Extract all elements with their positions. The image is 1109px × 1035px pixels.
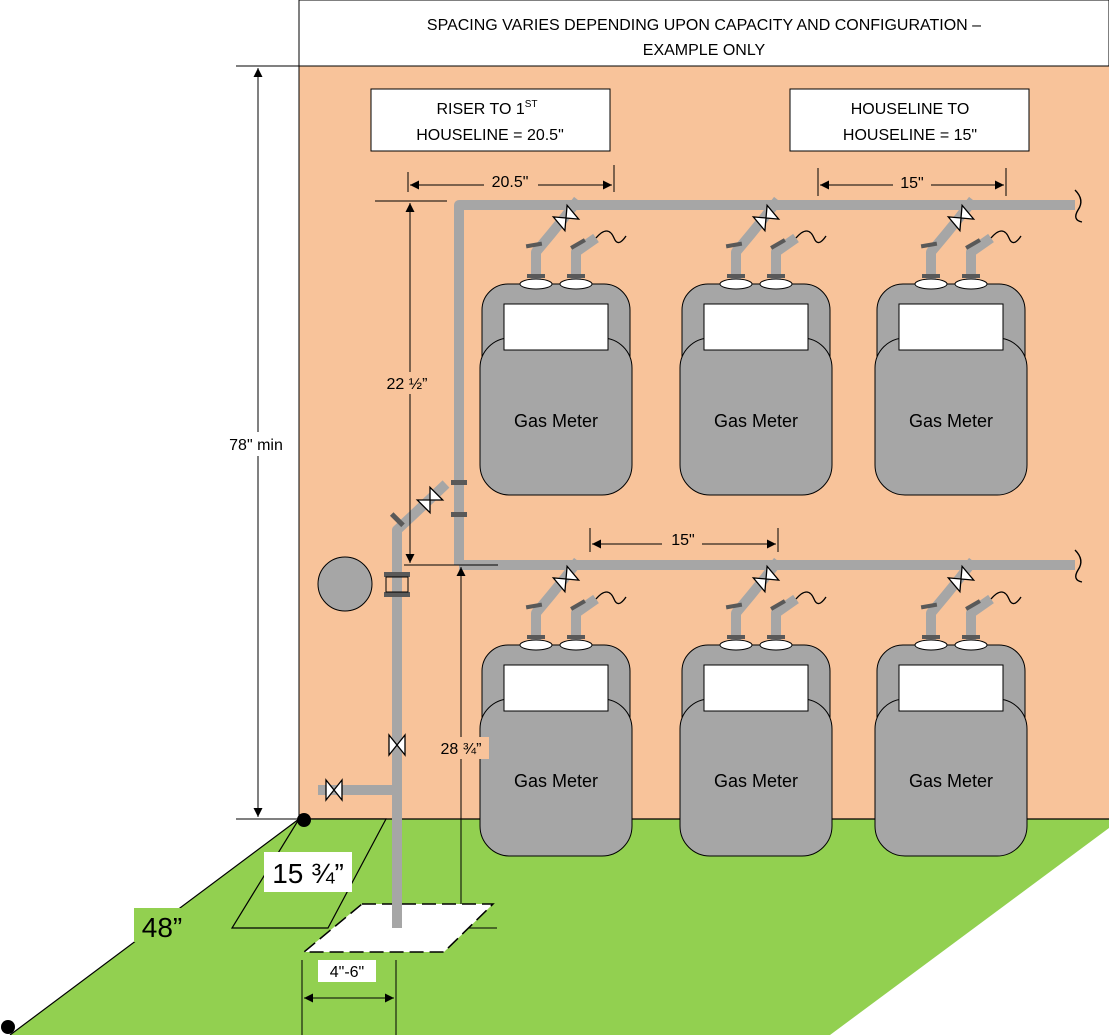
- dimension-header-height: 28 ¾”: [420, 567, 497, 929]
- svg-text:22 ½”: 22 ½”: [387, 376, 428, 393]
- dimension-houseline-mid: 15": [589, 528, 779, 552]
- svg-text:Gas Meter: Gas Meter: [514, 411, 598, 431]
- svg-text:Gas Meter: Gas Meter: [514, 771, 598, 791]
- gas-meter-1: Gas Meter: [479, 278, 633, 496]
- gas-meter-2: Gas Meter: [679, 278, 833, 496]
- svg-text:20.5": 20.5": [492, 174, 529, 191]
- dimension-pipe-offset: 4"-6": [301, 960, 397, 1035]
- dimension-setback: 15 ¾”: [272, 858, 344, 889]
- setback-label-bg: [264, 852, 352, 892]
- riser-callout-box: [370, 88, 611, 152]
- svg-text:Gas Meter: Gas Meter: [909, 771, 993, 791]
- dimension-clearance: 48”: [142, 912, 182, 943]
- svg-text:4"-6": 4"-6": [330, 964, 364, 981]
- houseline-callout-line-1: HOUSELINE TO: [851, 101, 970, 118]
- svg-text:Gas Meter: Gas Meter: [909, 411, 993, 431]
- dimension-between-headers: 22 ½”: [375, 200, 498, 566]
- riser-callout-line-2: HOUSELINE = 20.5": [416, 127, 564, 144]
- regulator-disk: [317, 556, 373, 612]
- svg-text:15": 15": [900, 175, 923, 192]
- title-line-2: EXAMPLE ONLY: [643, 42, 766, 59]
- gas-meter-6: Gas Meter: [874, 639, 1028, 857]
- svg-text:Gas Meter: Gas Meter: [714, 411, 798, 431]
- svg-text:28 ¾”: 28 ¾”: [441, 741, 482, 758]
- corner-marker-front: [1, 1020, 15, 1034]
- riser-callout-line-1: RISER TO 1ST: [436, 99, 537, 118]
- dimension-riser-to-first: 20.5": [407, 165, 615, 192]
- svg-text:78" min: 78" min: [229, 437, 283, 454]
- dimension-houseline-top: 15": [817, 168, 1007, 196]
- houseline-callout-box: [789, 88, 1030, 152]
- svg-text:Gas Meter: Gas Meter: [714, 771, 798, 791]
- dimension-min-height: 78" min: [218, 65, 299, 820]
- gas-meter-3: Gas Meter: [874, 278, 1028, 496]
- gas-meter-5: Gas Meter: [679, 639, 833, 857]
- gas-meter-4: Gas Meter: [479, 639, 633, 857]
- svg-text:15": 15": [671, 532, 694, 549]
- title-box: [298, 0, 1109, 67]
- corner-marker-wall: [297, 813, 311, 827]
- title-line-1: SPACING VARIES DEPENDING UPON CAPACITY A…: [427, 17, 981, 34]
- houseline-callout-line-2: HOUSELINE = 15": [843, 127, 977, 144]
